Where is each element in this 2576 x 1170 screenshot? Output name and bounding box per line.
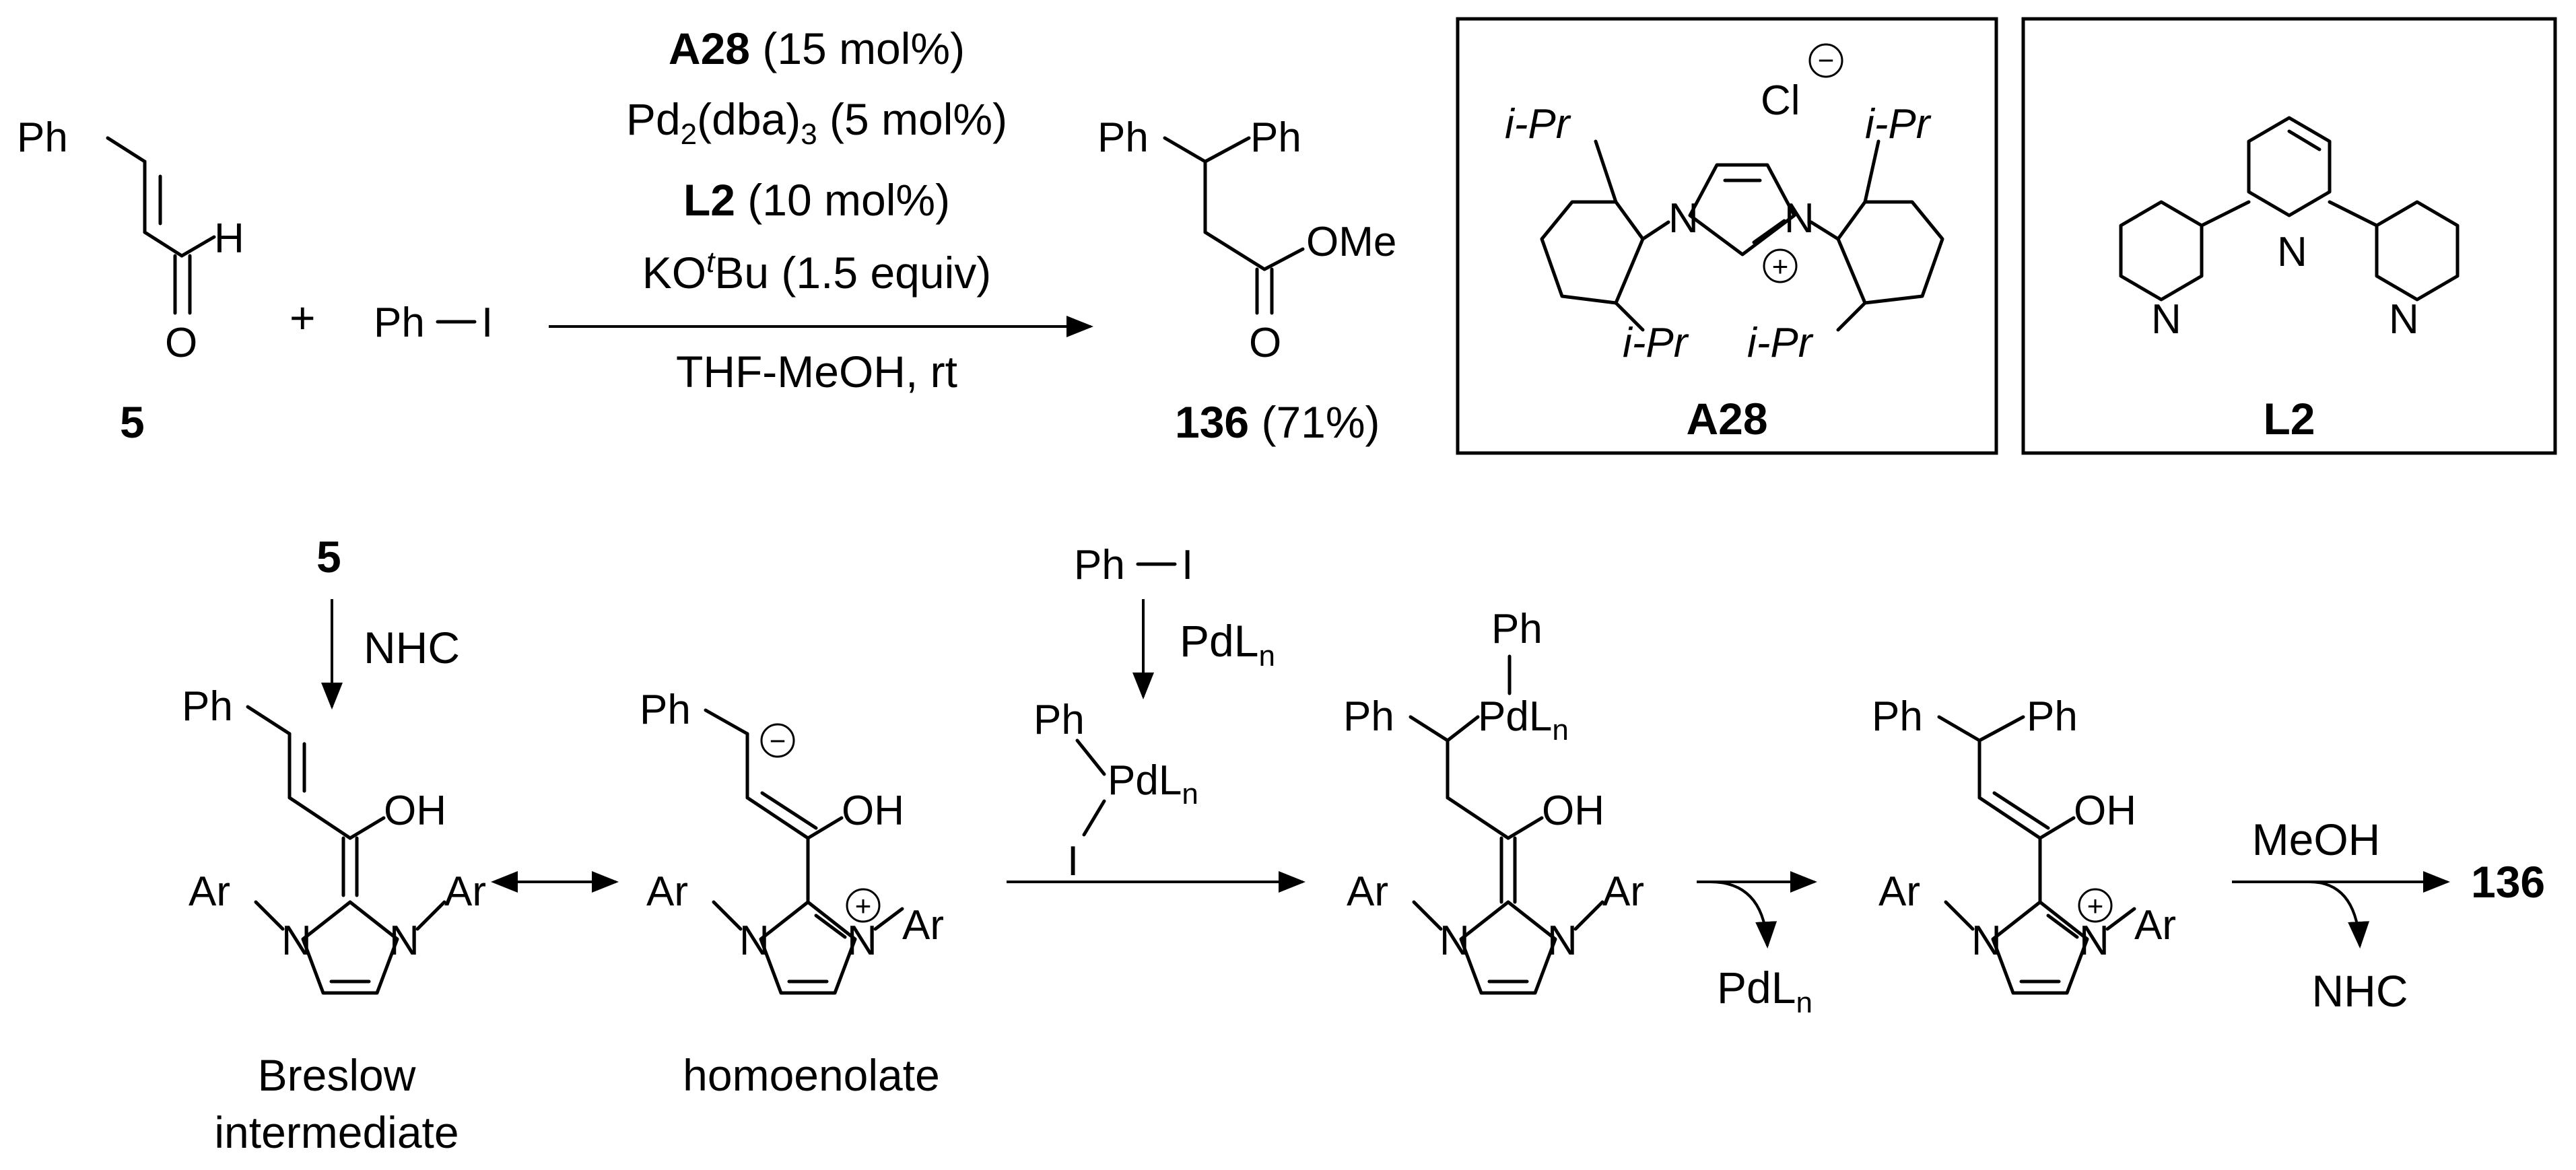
phenyl-label: Ph — [374, 300, 425, 346]
aryl-label: Ar — [444, 868, 486, 915]
plus-charge: + — [1772, 250, 1789, 282]
nitrogen-label: N — [1547, 918, 1578, 964]
product-136: Ph Ph OMe O 136 (71%) — [1097, 114, 1396, 447]
hydroxyl-label: OH — [384, 788, 446, 834]
ligand-box-l2: N N N L2 — [2021, 17, 2557, 455]
chloride-label: Cl — [1761, 77, 1800, 124]
homoenolate: Ph − OH N N + Ar Ar homoenolate — [640, 687, 944, 1100]
enol-azolium: Ph Ph OH N N + Ar Ar — [1872, 693, 2176, 995]
plus-sign: + — [290, 293, 316, 343]
ligand-label: L2 — [2263, 394, 2315, 444]
nitrogen-label: N — [281, 918, 312, 964]
pd-release-arrow — [1709, 881, 1777, 949]
nitrogen-label: N — [1439, 918, 1470, 964]
carbonyl-o-label: O — [165, 320, 197, 366]
nitrogen-label: N — [2277, 229, 2307, 275]
nitrogen-label: N — [2389, 296, 2419, 343]
phenyl-label: Ph — [1074, 542, 1125, 588]
iodine-label: I — [1182, 542, 1193, 588]
pd-released-label: PdLn — [1717, 963, 1812, 1019]
nhc-reagent-label: NHC — [364, 623, 460, 673]
iodine-label: I — [481, 300, 493, 346]
compound-label-5: 5 — [316, 532, 341, 582]
phenyl-label: Ph — [17, 114, 68, 161]
condition-solvent: THF-MeOH, rt — [676, 347, 957, 397]
phenyl-label: Ph — [2027, 693, 2078, 740]
conditions: A28 (15 mol%) Pd2(dba)3 (5 mol%) L2 (10 … — [549, 24, 1093, 397]
condition-line-1: A28 (15 mol%) — [669, 24, 965, 73]
nitrogen-label: N — [1971, 918, 2002, 964]
phenyl-label: Ph — [640, 687, 691, 733]
aryl-label: Ar — [1878, 868, 1920, 915]
iodobenzene: Ph I — [374, 300, 493, 346]
oxidative-addition: Ph I PdLn Ph PdLn I — [1007, 542, 1306, 893]
meoh-label: MeOH — [2252, 815, 2381, 864]
carbonyl-o-label: O — [1249, 320, 1281, 366]
catalyst-box-a28: N N + Cl − i-Pr i-Pr i-Pr i-Pr A28 — [1456, 17, 1998, 455]
condition-line-3: L2 (10 mol%) — [683, 175, 950, 225]
elimination-step: PdLn — [1697, 871, 1817, 1019]
breslow-caption-line-1: Breslow — [258, 1050, 416, 1100]
pd-catalyst-label: PdLn — [1180, 616, 1275, 673]
aryl-label: Ar — [2134, 902, 2176, 949]
nitrogen-label: N — [847, 918, 877, 964]
isopropyl-label: i-Pr — [1865, 101, 1932, 147]
minus-charge: − — [770, 725, 786, 757]
nitrogen-label: N — [2151, 296, 2181, 343]
methoxy-label: OMe — [1306, 219, 1396, 265]
homoenolate-caption: homoenolate — [683, 1050, 940, 1100]
nitrogen-label: N — [1784, 195, 1815, 242]
condition-line-2: Pd2(dba)3 (5 mol%) — [626, 94, 1007, 151]
condition-line-4: KOtBu (1.5 equiv) — [642, 246, 991, 298]
iodine-label: I — [1067, 838, 1079, 885]
phenyl-label: Ph — [1033, 697, 1085, 743]
hydroxyl-label: OH — [2074, 788, 2136, 834]
isopropyl-label: i-Pr — [1505, 101, 1571, 147]
aryl-label: Ar — [902, 902, 944, 949]
nhc-released-label: NHC — [2312, 966, 2408, 1016]
nitrogen-label: N — [389, 918, 419, 964]
aldehyde-h-label: H — [214, 215, 244, 262]
isopropyl-label: i-Pr — [1623, 320, 1689, 366]
cinnamaldehyde-5: Ph H O 5 — [17, 114, 244, 447]
pd-label: PdLn — [1478, 693, 1569, 747]
product-label-136: 136 — [2471, 857, 2545, 907]
nitrogen-label: N — [1668, 195, 1699, 242]
phenyl-label: Ph — [1250, 114, 1301, 161]
nitrogen-label: N — [2079, 918, 2109, 964]
phenyl-label: Ph — [1343, 693, 1394, 740]
nhc-release-arrow — [2309, 881, 2370, 949]
minus-charge: − — [1818, 44, 1835, 76]
aryl-label: Ar — [646, 868, 688, 915]
plus-charge: + — [2087, 890, 2104, 922]
mechanism-start: 5 NHC — [316, 532, 460, 710]
catalyst-label: A28 — [1686, 394, 1767, 444]
hydroxyl-label: OH — [1542, 788, 1604, 834]
aryl-label: Ar — [1347, 868, 1388, 915]
breslow-intermediate: Ph OH N N Ar Ar Breslow intermediate — [182, 683, 486, 1157]
nitrogen-label: N — [739, 918, 770, 964]
pd-adduct: Ph PdLn Ph OH N N Ar Ar — [1343, 606, 1644, 995]
compound-label-5: 5 — [120, 397, 145, 447]
methanolysis-step: MeOH NHC 136 — [2232, 815, 2545, 1016]
phenyl-label: Ph — [182, 683, 233, 730]
phenyl-label: Ph — [1097, 114, 1149, 161]
plus-charge: + — [855, 890, 872, 922]
aryl-label: Ar — [1602, 868, 1644, 915]
pd-complex-label: PdLn — [1108, 757, 1198, 811]
compound-label-136: 136 (71%) — [1175, 397, 1380, 447]
hydroxyl-label: OH — [842, 788, 904, 834]
aryl-label: Ar — [189, 868, 230, 915]
isopropyl-label: i-Pr — [1747, 320, 1814, 366]
phenyl-label: Ph — [1872, 693, 1923, 740]
breslow-caption-line-2: intermediate — [214, 1107, 459, 1157]
phenyl-label: Ph — [1491, 606, 1543, 652]
